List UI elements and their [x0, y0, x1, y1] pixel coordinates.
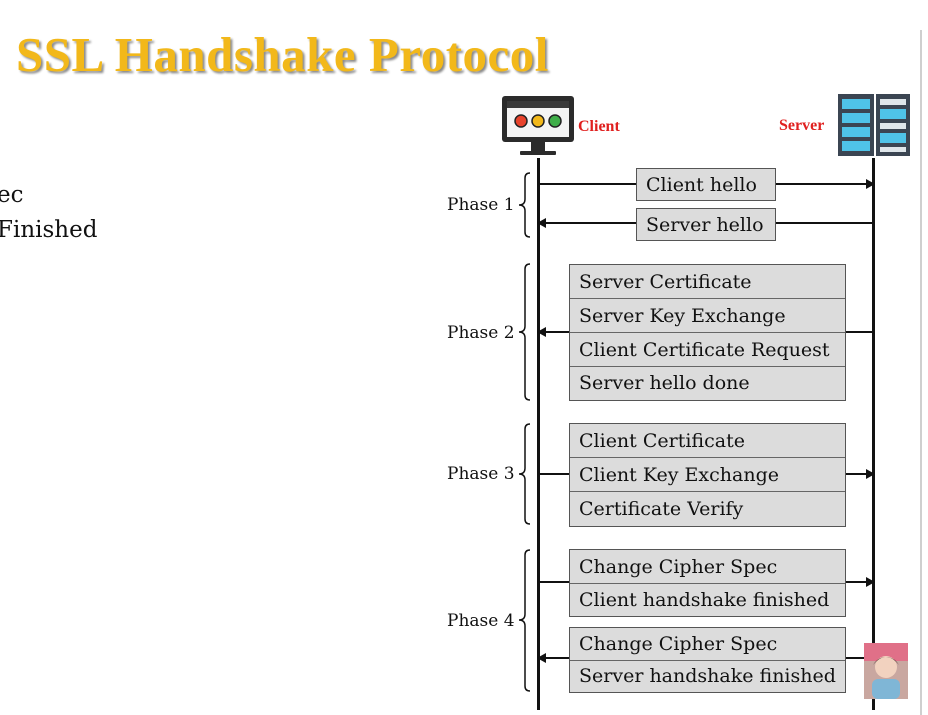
- phase-4-label: Phase 4: [447, 611, 515, 631]
- phase-3-message-group: Client Certificate Client Key Exchange C…: [569, 423, 846, 527]
- server-hello-done-message: Server hello done: [579, 372, 750, 394]
- phase-1-brace: [518, 172, 531, 238]
- server-lifeline: [872, 158, 875, 710]
- presenter-avatar: [864, 643, 908, 699]
- client-change-cipher-spec-message: Change Cipher Spec: [570, 550, 845, 584]
- client-label: Client: [578, 118, 620, 135]
- phase-4-client-message-group: Change Cipher Spec Client handshake fini…: [569, 549, 846, 617]
- phase-2-label: Phase 2: [447, 323, 515, 343]
- server-key-exchange-message: Server Key Exchange: [570, 299, 845, 333]
- slide-title: SSL Handshake Protocol: [16, 27, 549, 82]
- client-lifeline: [537, 158, 540, 710]
- phase-4-server-message-group: Change Cipher Spec Server handshake fini…: [569, 627, 846, 693]
- server-change-cipher-spec-message: Change Cipher Spec: [570, 628, 845, 661]
- phase-1-label: Phase 1: [447, 195, 515, 215]
- client-certificate-message: Client Certificate: [570, 424, 845, 458]
- client-computer-icon: [502, 96, 574, 155]
- cut-off-text-line: ec: [0, 182, 24, 208]
- certificate-verify-message: Certificate Verify: [579, 497, 744, 520]
- client-certificate-request-message: Client Certificate Request: [570, 333, 845, 367]
- client-hello-message: Client hello: [636, 168, 776, 201]
- server-label: Server: [779, 117, 825, 134]
- slide-divider: [920, 30, 922, 715]
- server-rack-icon: [838, 94, 910, 156]
- server-certificate-message: Server Certificate: [570, 265, 845, 299]
- phase-3-brace: [518, 423, 531, 525]
- server-handshake-finished-message: Server handshake finished: [579, 665, 836, 687]
- phase-3-label: Phase 3: [447, 464, 515, 484]
- cut-off-text-line: Finished: [0, 217, 98, 243]
- client-handshake-finished-message: Client handshake finished: [579, 588, 830, 611]
- phase-2-brace: [518, 263, 531, 401]
- client-key-exchange-message: Client Key Exchange: [570, 458, 845, 492]
- phase-4-brace: [518, 549, 531, 692]
- phase-2-message-group: Server Certificate Server Key Exchange C…: [569, 264, 846, 401]
- server-hello-message: Server hello: [636, 208, 776, 241]
